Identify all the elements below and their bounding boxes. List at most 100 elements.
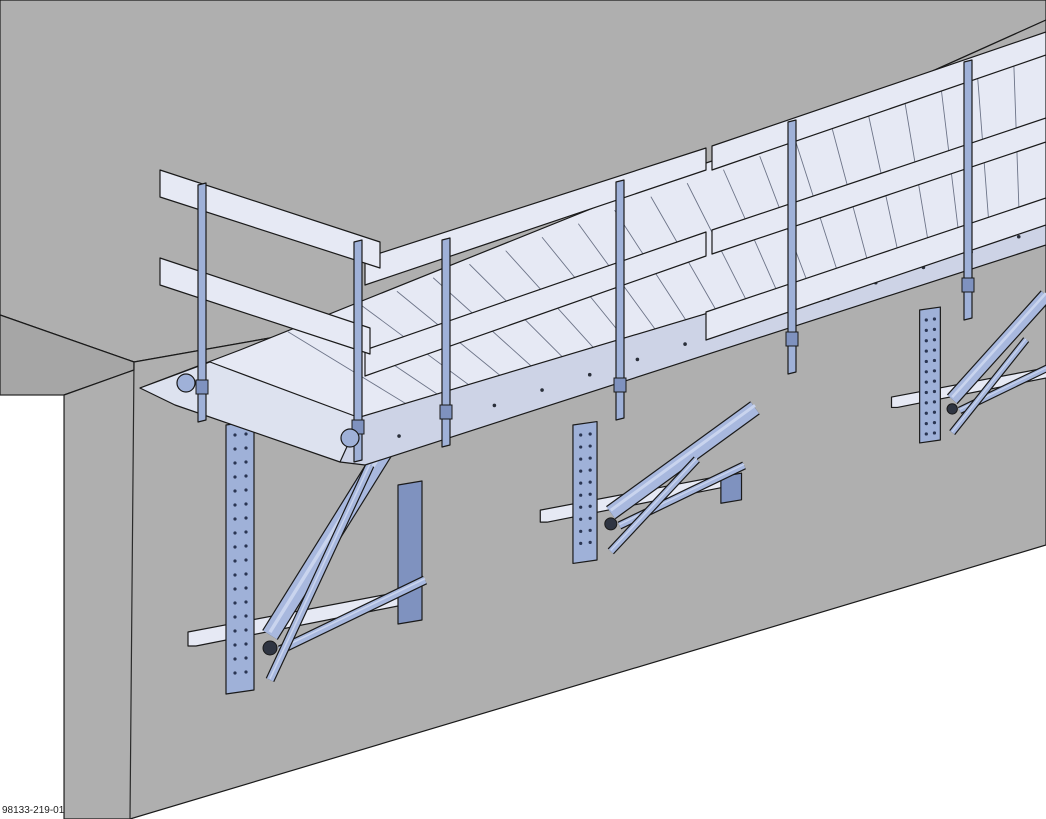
bracket-3-diagonal-strut-highlight: [951, 292, 1046, 399]
bracket-2-post-hole: [588, 432, 592, 436]
bracket-3-post-hole: [924, 370, 928, 374]
bracket-2-post-hole: [579, 469, 583, 473]
bracket-3-post-hole: [924, 380, 928, 384]
bracket-1-post-hole: [233, 503, 237, 507]
bracket-1-post-hole: [244, 432, 248, 436]
bracket-1-horizontal-brace: [278, 576, 427, 654]
bracket-2-diagonal-strut: [606, 402, 760, 519]
bracket-2-vertical-post: [572, 420, 598, 565]
bracket-1-post-hole: [244, 642, 248, 646]
bracket-3-post-hole: [932, 358, 937, 363]
fascia-bolt: [587, 372, 592, 377]
bracket-1-post-hole: [233, 475, 237, 479]
fascia-bolt: [683, 342, 687, 346]
bracket-2-post-hole: [588, 540, 592, 544]
bracket-1-post-hole: [233, 657, 237, 661]
bracket-3-coupler: [946, 403, 958, 415]
bracket-1-post-hole: [233, 559, 237, 563]
fascia-bolt: [635, 357, 640, 362]
bracket-2-post-hole: [588, 480, 592, 484]
bracket-3-post-hole: [924, 390, 928, 395]
bracket-2-coupler: [604, 517, 618, 531]
bracket-3-cross-brace: [950, 337, 1029, 435]
bracket-1-post-hole: [244, 558, 248, 562]
fascia-bolt: [540, 388, 544, 392]
guardrail-post-4: [615, 179, 625, 421]
bracket-2-diagonal-strut-highlight: [609, 404, 756, 512]
bracket-3-post-hole: [924, 401, 928, 405]
bracket-1-post-hole: [244, 614, 248, 618]
bracket-2-post-hole: [579, 529, 583, 533]
bracket-2-post-hole: [588, 456, 592, 460]
bracket-2-post-hole: [579, 481, 583, 485]
bracket-1-post-hole: [233, 615, 237, 619]
bracket-2-post-hole: [579, 433, 583, 437]
bracket-2-post-hole: [588, 516, 592, 520]
bracket-2-post-hole: [579, 445, 583, 449]
bracket-3-post-hole: [932, 431, 937, 435]
bracket-2-post-hole: [579, 457, 583, 461]
guardrail-post-3: [441, 237, 451, 448]
bracket-1-post-hole: [244, 600, 248, 604]
bracket-3-post-hole: [932, 338, 937, 342]
bracket-3-post-hole: [924, 359, 928, 364]
bracket-3-post-hole: [932, 389, 937, 394]
bracket-2-post-hole: [588, 528, 592, 532]
bracket-3-post-hole: [924, 339, 928, 343]
bracket-2-cross-brace: [608, 457, 699, 554]
bracket-2-post-hole: [588, 504, 592, 508]
guardrail-post-clamp: [785, 331, 799, 347]
bracket-1-post-hole: [233, 671, 237, 675]
fascia-bolt: [492, 403, 497, 408]
bracket-1-post-hole: [233, 573, 237, 577]
bracket-3-vertical-post: [919, 306, 941, 444]
bracket-1-post-hole: [233, 531, 237, 535]
bracket-1-post-hole: [233, 629, 237, 633]
bracket-1-post-hole: [233, 587, 237, 591]
bracket-1-post-hole: [244, 488, 248, 492]
bracket-3-post-hole: [924, 422, 928, 426]
bracket-1-post-hole: [244, 544, 248, 548]
bracket-1-post-hole: [244, 502, 248, 506]
bracket-3-post-hole: [932, 400, 937, 404]
bracket-2-post-hole: [579, 541, 583, 545]
bracket-1-post-hole: [233, 447, 237, 451]
bracket-3-post-hole: [924, 349, 928, 353]
bracket-1-post-hole: [233, 461, 237, 465]
bracket-2-post-hole: [579, 517, 583, 521]
bracket-3-post-hole: [924, 411, 928, 415]
end-guardrail-lower-board: [159, 257, 371, 355]
bracket-1-post-hole: [244, 530, 248, 534]
bracket-3-post-hole: [932, 327, 937, 331]
bracket-3-post-hole: [924, 328, 928, 332]
guardrail-post-5: [787, 119, 797, 375]
fascia-bolt: [397, 434, 401, 438]
bracket-1-post-hole: [233, 643, 237, 647]
guardrail-post-1: [197, 182, 207, 423]
fascia-bolt: [1016, 234, 1021, 239]
opening-in-wall: [0, 395, 64, 819]
guardrail-post-clamp: [613, 377, 627, 393]
corner-bolt-plate: [340, 428, 360, 448]
corner-bolt-plate: [176, 373, 196, 393]
bracket-1-post-hole: [244, 670, 248, 674]
guardrail-post-clamp: [961, 277, 975, 293]
bracket-1-post-hole: [233, 601, 237, 605]
guardrail-post-2: [353, 239, 363, 463]
bracket-2-post-hole: [579, 493, 583, 497]
guardrail-post-clamp: [195, 379, 209, 395]
guardrail-post-6: [963, 59, 973, 321]
bracket-1-post-hole: [244, 474, 248, 478]
guardrail-post-clamp: [439, 404, 453, 420]
bracket-1-post-hole: [244, 572, 248, 576]
figure-code-label: 98133-219-01: [2, 805, 65, 816]
wall-corner-edge: [129, 361, 135, 819]
bracket-1-post-hole: [244, 446, 248, 450]
bracket-1-cross-brace-highlight: [269, 463, 371, 680]
bracket-1-post-hole: [244, 656, 248, 660]
bracket-1-post-hole: [233, 489, 237, 493]
bracket-1-post-hole: [244, 516, 248, 520]
bracket-2-post-hole: [588, 468, 592, 472]
bracket-1-post-hole: [233, 545, 237, 549]
